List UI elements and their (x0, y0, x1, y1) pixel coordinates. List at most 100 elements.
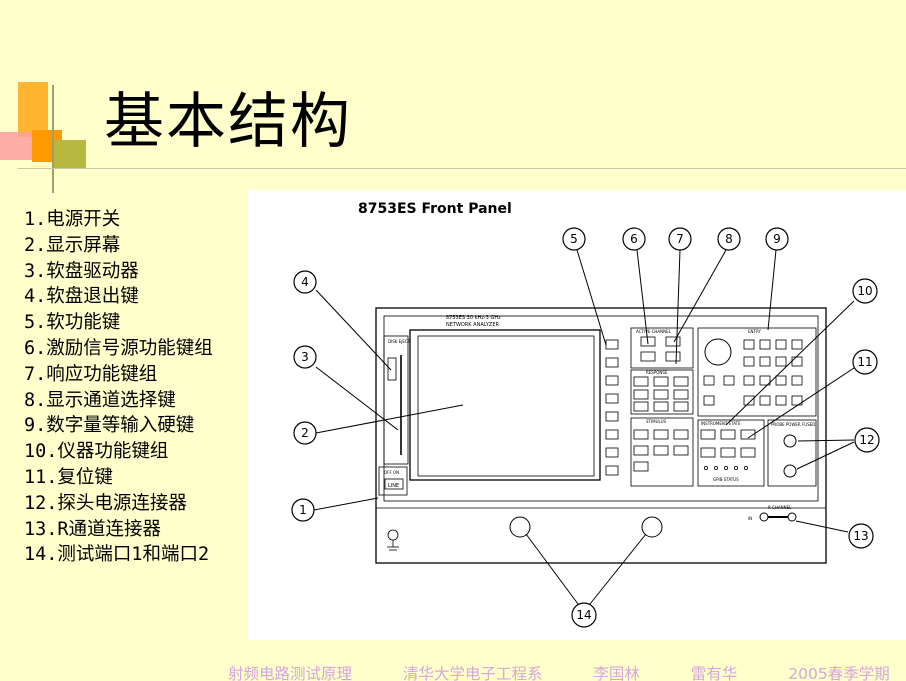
keypad-key[interactable] (791, 375, 803, 386)
keypad-key[interactable] (743, 356, 755, 367)
slide-title: 基本结构 (104, 87, 352, 157)
callout-circle (668, 227, 692, 251)
rotary-knob[interactable] (704, 338, 732, 366)
stimulus-key[interactable] (673, 445, 689, 456)
state-key[interactable] (740, 447, 756, 458)
response-key[interactable] (653, 376, 669, 387)
stimulus-key[interactable] (633, 445, 649, 456)
gpib-status-leds (703, 465, 748, 470)
keypad-key[interactable] (775, 375, 787, 386)
parts-list-item: 4.软盘退出键 (24, 286, 139, 308)
leader-line (315, 404, 464, 434)
stimulus-key[interactable] (653, 429, 669, 440)
stimulus-key[interactable] (653, 445, 669, 456)
probe-power-group (767, 419, 817, 487)
leader-line (796, 441, 855, 470)
figure-caption: 8753ES Front Panel (358, 201, 512, 217)
keypad-key[interactable] (759, 395, 771, 406)
power-switch-area (378, 466, 408, 496)
softkey[interactable] (605, 411, 619, 422)
keypad-key[interactable] (775, 339, 787, 350)
disk-drive-area (383, 335, 409, 465)
keypad-key[interactable] (759, 339, 771, 350)
channel-key[interactable] (665, 351, 681, 362)
response-key[interactable] (673, 401, 689, 412)
keypad-key[interactable] (775, 395, 787, 406)
keypad-key[interactable] (775, 356, 787, 367)
response-key[interactable] (633, 389, 649, 400)
step-up-key[interactable] (703, 375, 715, 386)
state-key[interactable] (720, 447, 736, 458)
keypad-key[interactable] (743, 395, 755, 406)
response-key[interactable] (633, 401, 649, 412)
keypad-key[interactable] (759, 356, 771, 367)
probe-power-connector[interactable] (783, 464, 797, 478)
step-down-key[interactable] (723, 375, 735, 386)
test-port-1[interactable] (509, 516, 531, 538)
footer-course: 射频电路测试原理 (228, 665, 353, 681)
led-indicator (713, 465, 718, 470)
callout-circle (293, 345, 317, 369)
state-key[interactable] (700, 447, 716, 458)
softkey[interactable] (605, 357, 619, 368)
disk-eject-button[interactable] (387, 357, 397, 381)
keypad-key[interactable] (791, 395, 803, 406)
display-screen-frame (409, 329, 601, 481)
footer-term: 2005春季学期 (788, 665, 890, 681)
entry-off-key[interactable] (703, 395, 715, 406)
parts-list-item: 3.软盘驱动器 (24, 260, 139, 282)
leader-line (675, 249, 681, 365)
line-label: LINE (388, 483, 399, 489)
instrument-body (375, 307, 827, 564)
probe-power-connector[interactable] (783, 434, 797, 448)
test-port-2[interactable] (641, 516, 663, 538)
channel-key[interactable] (665, 336, 681, 347)
softkey[interactable] (605, 339, 619, 350)
response-key[interactable] (633, 376, 649, 387)
r-channel-out-connector[interactable] (787, 512, 797, 522)
parts-list-item: 10.仪器功能键组 (24, 441, 169, 463)
gpib-status-label: GPIB STATUS (713, 477, 739, 482)
parts-list-item: 11.复位键 (24, 466, 113, 488)
stimulus-key[interactable] (633, 461, 649, 472)
keypad-key[interactable] (743, 375, 755, 386)
callout-circle (291, 498, 315, 522)
softkey[interactable] (605, 429, 619, 440)
response-key[interactable] (673, 389, 689, 400)
response-key[interactable] (653, 401, 669, 412)
keypad-key[interactable] (743, 339, 755, 350)
callout-number: 1 (299, 503, 307, 517)
active-channel-group (630, 327, 694, 369)
channel-key[interactable] (640, 351, 656, 362)
callout-number: 5 (570, 232, 578, 246)
parts-list-item: 8.显示通道选择键 (24, 389, 176, 411)
r-channel-in-connector[interactable] (759, 512, 769, 522)
keypad-key[interactable] (791, 356, 803, 367)
parts-list-item: 14.测试端口1和端口2 (24, 544, 210, 566)
response-key[interactable] (653, 389, 669, 400)
footer-author-2: 雷有华 (690, 665, 738, 681)
keypad-key[interactable] (791, 339, 803, 350)
channel-key[interactable] (640, 336, 656, 347)
power-switch[interactable] (384, 478, 404, 490)
callout-circles (291, 227, 880, 628)
local-key[interactable] (720, 429, 736, 440)
parts-list-item: 12.探头电源连接器 (24, 492, 187, 514)
response-key[interactable] (673, 376, 689, 387)
parts-list-item: 9.数字量等输入硬键 (24, 415, 195, 437)
leader-line (747, 367, 855, 439)
softkey[interactable] (605, 465, 619, 476)
softkey[interactable] (605, 447, 619, 458)
disk-eject-label: DISK EJECT (388, 339, 411, 344)
parts-list: 1.电源开关 2.显示屏幕 3.软盘驱动器 4.软盘退出键 5.软功能键 6.激… (24, 207, 213, 568)
softkey[interactable] (605, 375, 619, 386)
callout-circle (848, 523, 874, 549)
stimulus-key[interactable] (673, 429, 689, 440)
stimulus-key[interactable] (633, 429, 649, 440)
callout-circle (571, 602, 597, 628)
softkey[interactable] (605, 393, 619, 404)
system-key[interactable] (700, 429, 716, 440)
front-panel-figure: 8753ES Front Panel DISK EJECT OFF ON LIN… (248, 190, 906, 640)
keypad-key[interactable] (759, 375, 771, 386)
preset-key[interactable] (740, 429, 756, 440)
